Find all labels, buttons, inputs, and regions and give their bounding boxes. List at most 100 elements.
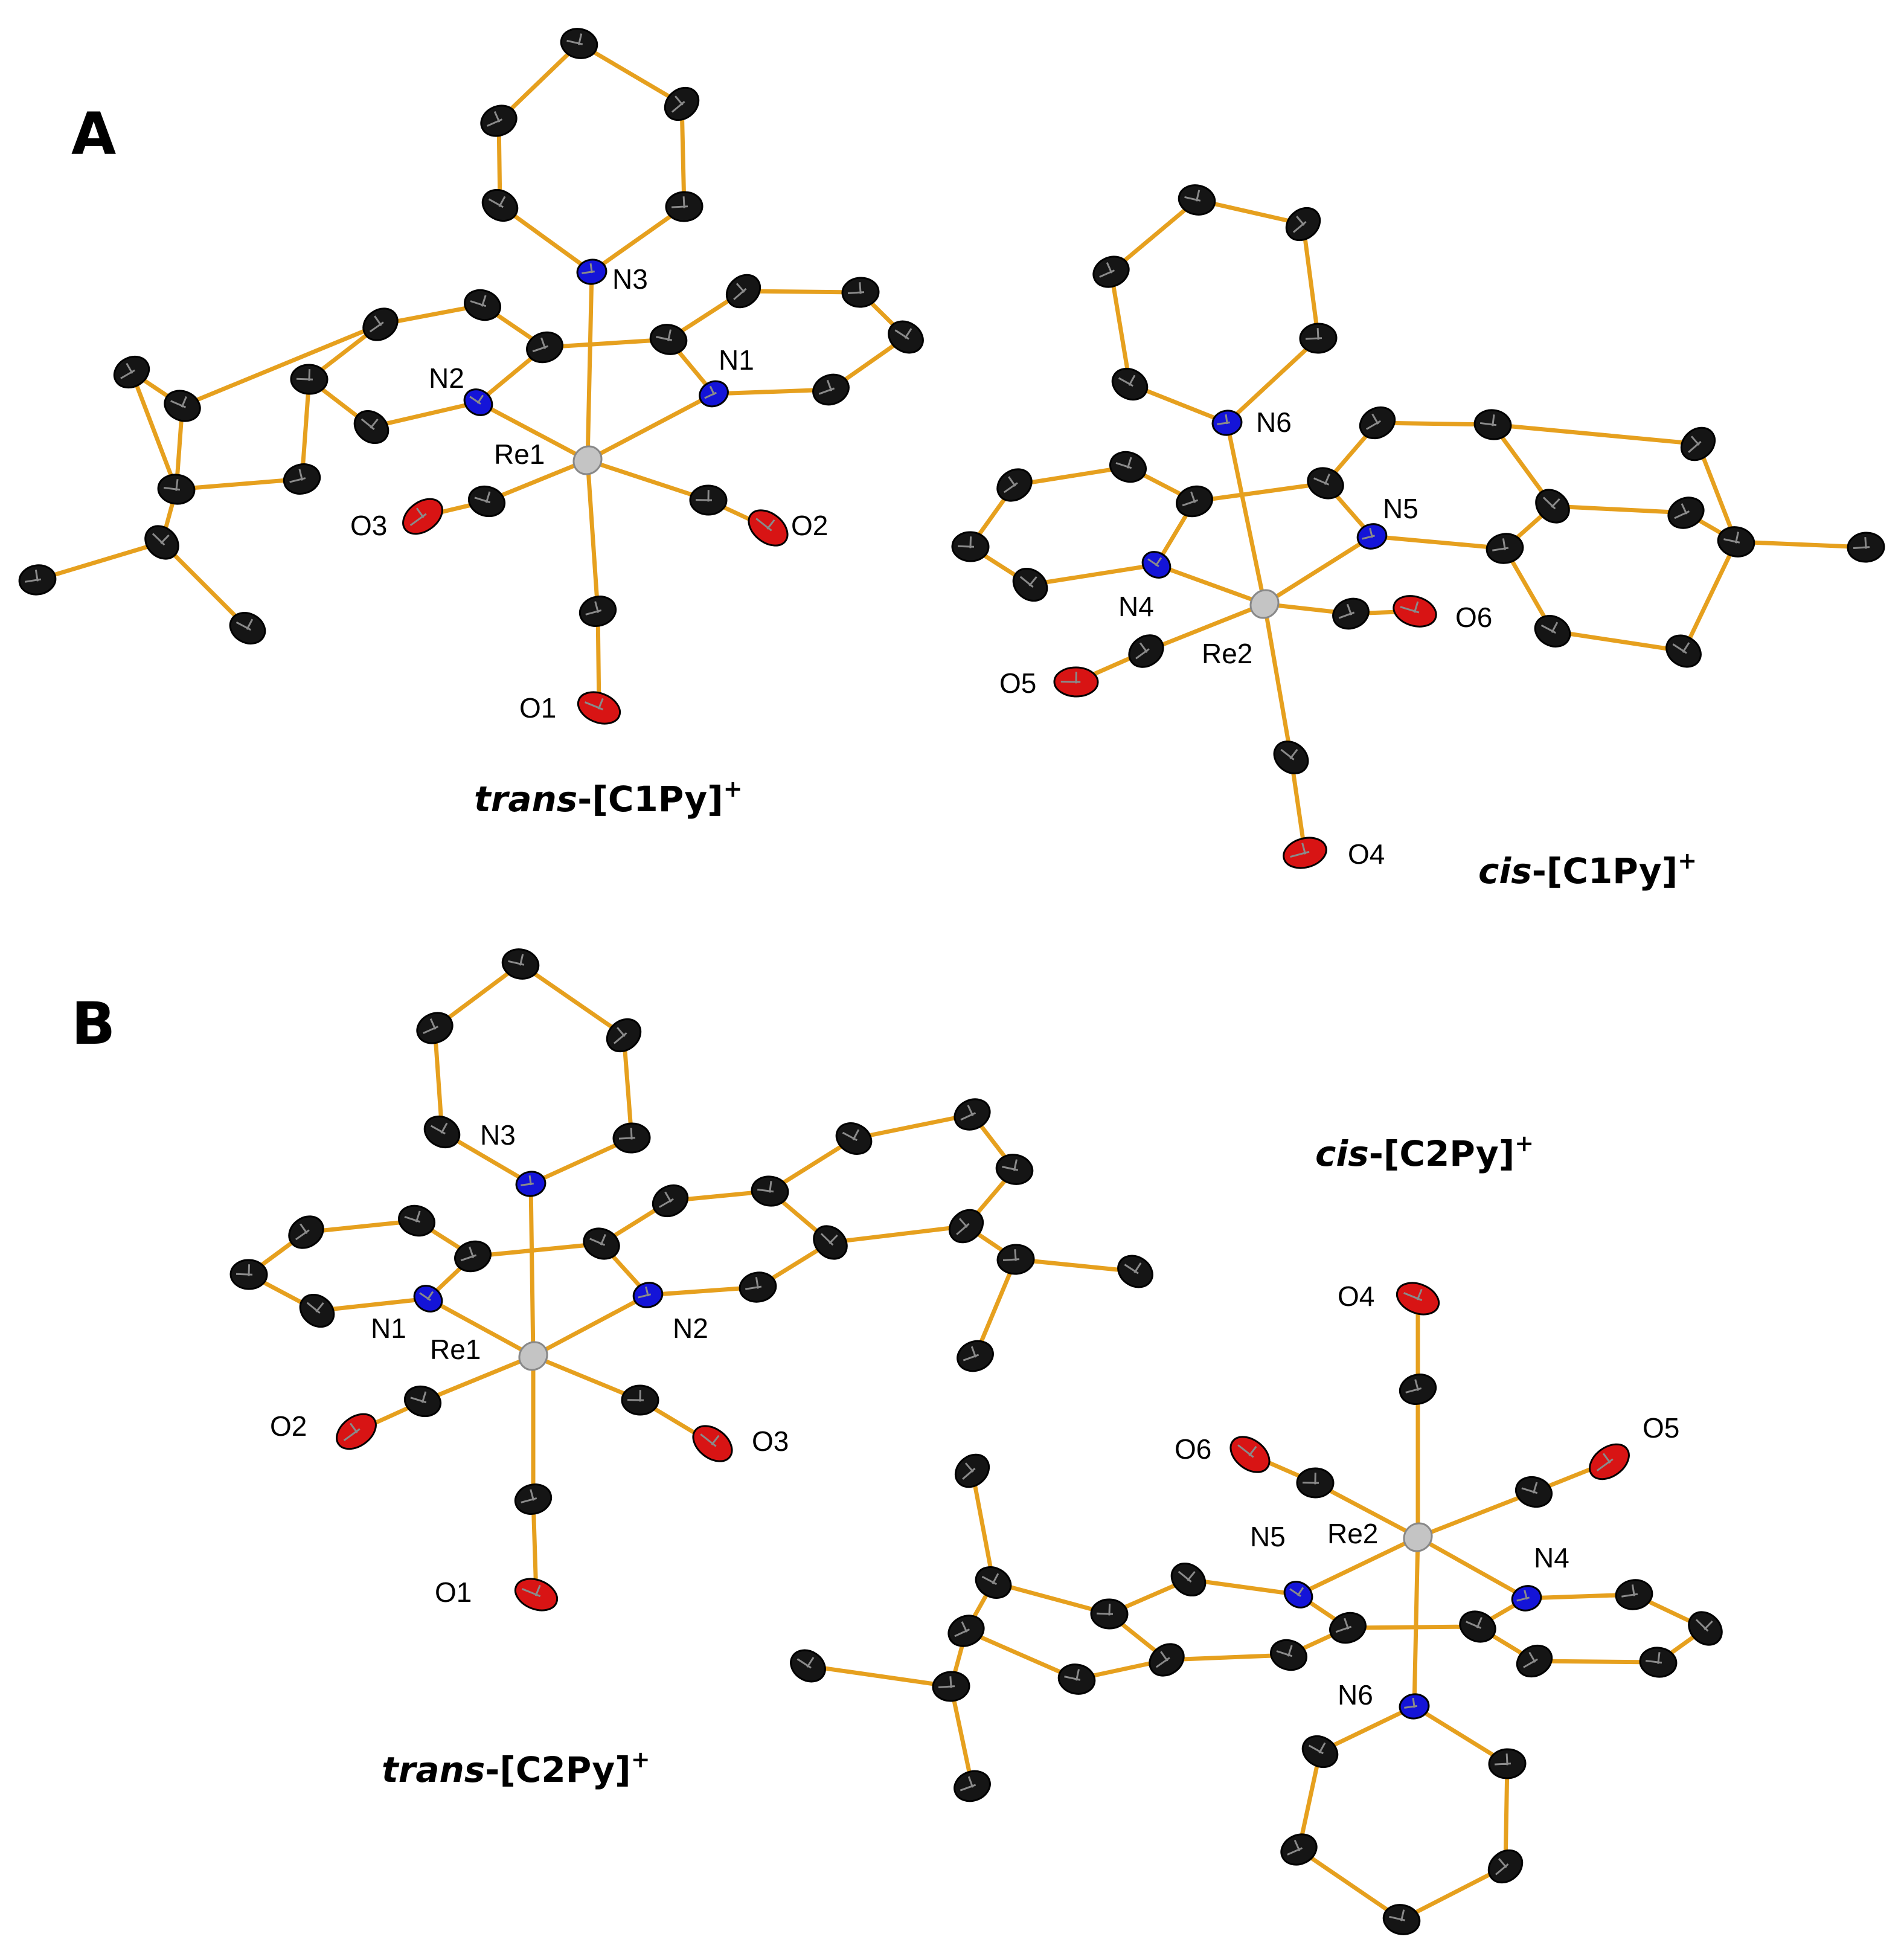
- atom-c: [1847, 532, 1885, 563]
- ellipsoid-axes: [638, 1287, 652, 1299]
- atom-c: [1090, 1598, 1129, 1630]
- label-o3: O3: [752, 1425, 789, 1457]
- bond: [300, 377, 312, 481]
- atom-n: [1283, 1581, 1313, 1609]
- bond: [531, 1354, 643, 1403]
- bond-layer: [806, 1296, 1708, 1922]
- bond: [1012, 464, 1130, 487]
- bond: [970, 1468, 996, 1585]
- bond: [1503, 1761, 1510, 1869]
- atom-c: [398, 1204, 435, 1237]
- atom-c: [454, 1240, 492, 1273]
- label-n1: N1: [719, 344, 754, 376]
- ellipsoid-axes: [1405, 1379, 1422, 1393]
- ellipsoid-axes: [1096, 1604, 1114, 1616]
- ellipsoid-axes: [1516, 1590, 1530, 1602]
- ellipsoid-axes: [1495, 1858, 1509, 1875]
- atom-c: [1270, 1639, 1307, 1671]
- ellipsoid-axes: [343, 1422, 361, 1442]
- atom-layer: [951, 184, 1885, 869]
- ellipsoid-axes: [1542, 497, 1560, 510]
- atom-c: [790, 1649, 826, 1683]
- ellipsoid-axes: [1135, 642, 1150, 660]
- ellipsoid-axes: [1019, 576, 1037, 588]
- bond: [1313, 1480, 1420, 1540]
- atom-c: [813, 1225, 848, 1260]
- ellipsoid-axes: [1178, 1570, 1196, 1583]
- atom-c: [144, 525, 179, 560]
- atom-c: [283, 463, 321, 495]
- bond: [476, 400, 590, 463]
- label-n6: N6: [1256, 407, 1292, 438]
- atom-n: [699, 380, 729, 408]
- bond: [35, 540, 164, 582]
- atom-c: [1359, 406, 1396, 440]
- ellipsoid-axes: [585, 601, 602, 615]
- bond: [1415, 1490, 1536, 1540]
- bond-layer: [246, 962, 1138, 1597]
- bond: [585, 458, 711, 503]
- bond: [1318, 1704, 1417, 1754]
- ellipsoid-axes: [532, 337, 549, 353]
- bond: [585, 269, 594, 463]
- ellipsoid-axes: [289, 469, 306, 483]
- ellipsoid-axes: [963, 1346, 979, 1361]
- bond: [542, 337, 671, 350]
- ellipsoid-axes: [1060, 672, 1081, 684]
- ellipsoid-axes: [627, 1390, 644, 1402]
- bond: [1412, 1704, 1510, 1766]
- atom-c: [1486, 533, 1524, 564]
- atom-c: [1280, 1833, 1318, 1866]
- bond: [470, 1241, 604, 1259]
- atom-n: [1141, 551, 1172, 579]
- ellipsoid-axes: [733, 283, 747, 300]
- ellipsoid-axes: [797, 1657, 815, 1669]
- bond: [496, 41, 582, 123]
- bond: [1301, 222, 1321, 341]
- bond: [1532, 1659, 1661, 1665]
- bond: [420, 1354, 536, 1404]
- bond: [806, 1663, 954, 1689]
- atom-c: [560, 28, 598, 59]
- ellipsoid-axes: [1292, 216, 1307, 233]
- atom-c: [403, 1385, 442, 1418]
- bond: [1192, 481, 1328, 504]
- ellipsoid-axes: [957, 536, 975, 548]
- ellipsoid-axes: [430, 1122, 448, 1135]
- ellipsoid-axes: [1479, 414, 1497, 426]
- atom-c: [739, 1271, 777, 1303]
- ellipsoid-axes: [1308, 1742, 1326, 1755]
- atom-c: [1487, 1849, 1524, 1884]
- bond: [1297, 1847, 1404, 1922]
- ellipsoid-axes: [296, 369, 313, 381]
- atom-ellipsoid: [518, 1341, 548, 1371]
- ellipsoid-axes: [585, 698, 604, 711]
- ellipsoid-axes: [152, 533, 170, 546]
- ellipsoid-axes: [842, 1129, 860, 1142]
- bond: [1154, 562, 1267, 606]
- label-n3: N3: [612, 263, 648, 295]
- atom-c: [996, 1244, 1035, 1275]
- atom-c: [621, 1384, 659, 1416]
- atom-n: [1356, 523, 1388, 550]
- ellipsoid-axes: [1404, 1697, 1417, 1709]
- ellipsoid-axes: [170, 396, 187, 408]
- ellipsoid-axes: [1335, 1618, 1352, 1633]
- atom-re: [1403, 1522, 1433, 1552]
- atom-c: [995, 1154, 1034, 1185]
- ellipsoid-axes: [306, 1302, 324, 1314]
- bond: [585, 391, 716, 463]
- bond: [159, 540, 250, 631]
- bond: [1681, 539, 1739, 654]
- atom-c: [1307, 467, 1344, 500]
- ellipsoid-axes: [508, 954, 525, 966]
- label-re1: Re1: [430, 1334, 481, 1365]
- ellipsoid-axes: [1003, 476, 1018, 493]
- ellipsoid-axes: [566, 33, 583, 45]
- ellipsoid-axes: [589, 1233, 606, 1246]
- atom-c: [649, 324, 688, 355]
- atom-c: [957, 1340, 994, 1372]
- ellipsoid-axes: [488, 196, 506, 208]
- ellipsoid-axes: [1313, 473, 1330, 486]
- atom-c: [1111, 367, 1149, 401]
